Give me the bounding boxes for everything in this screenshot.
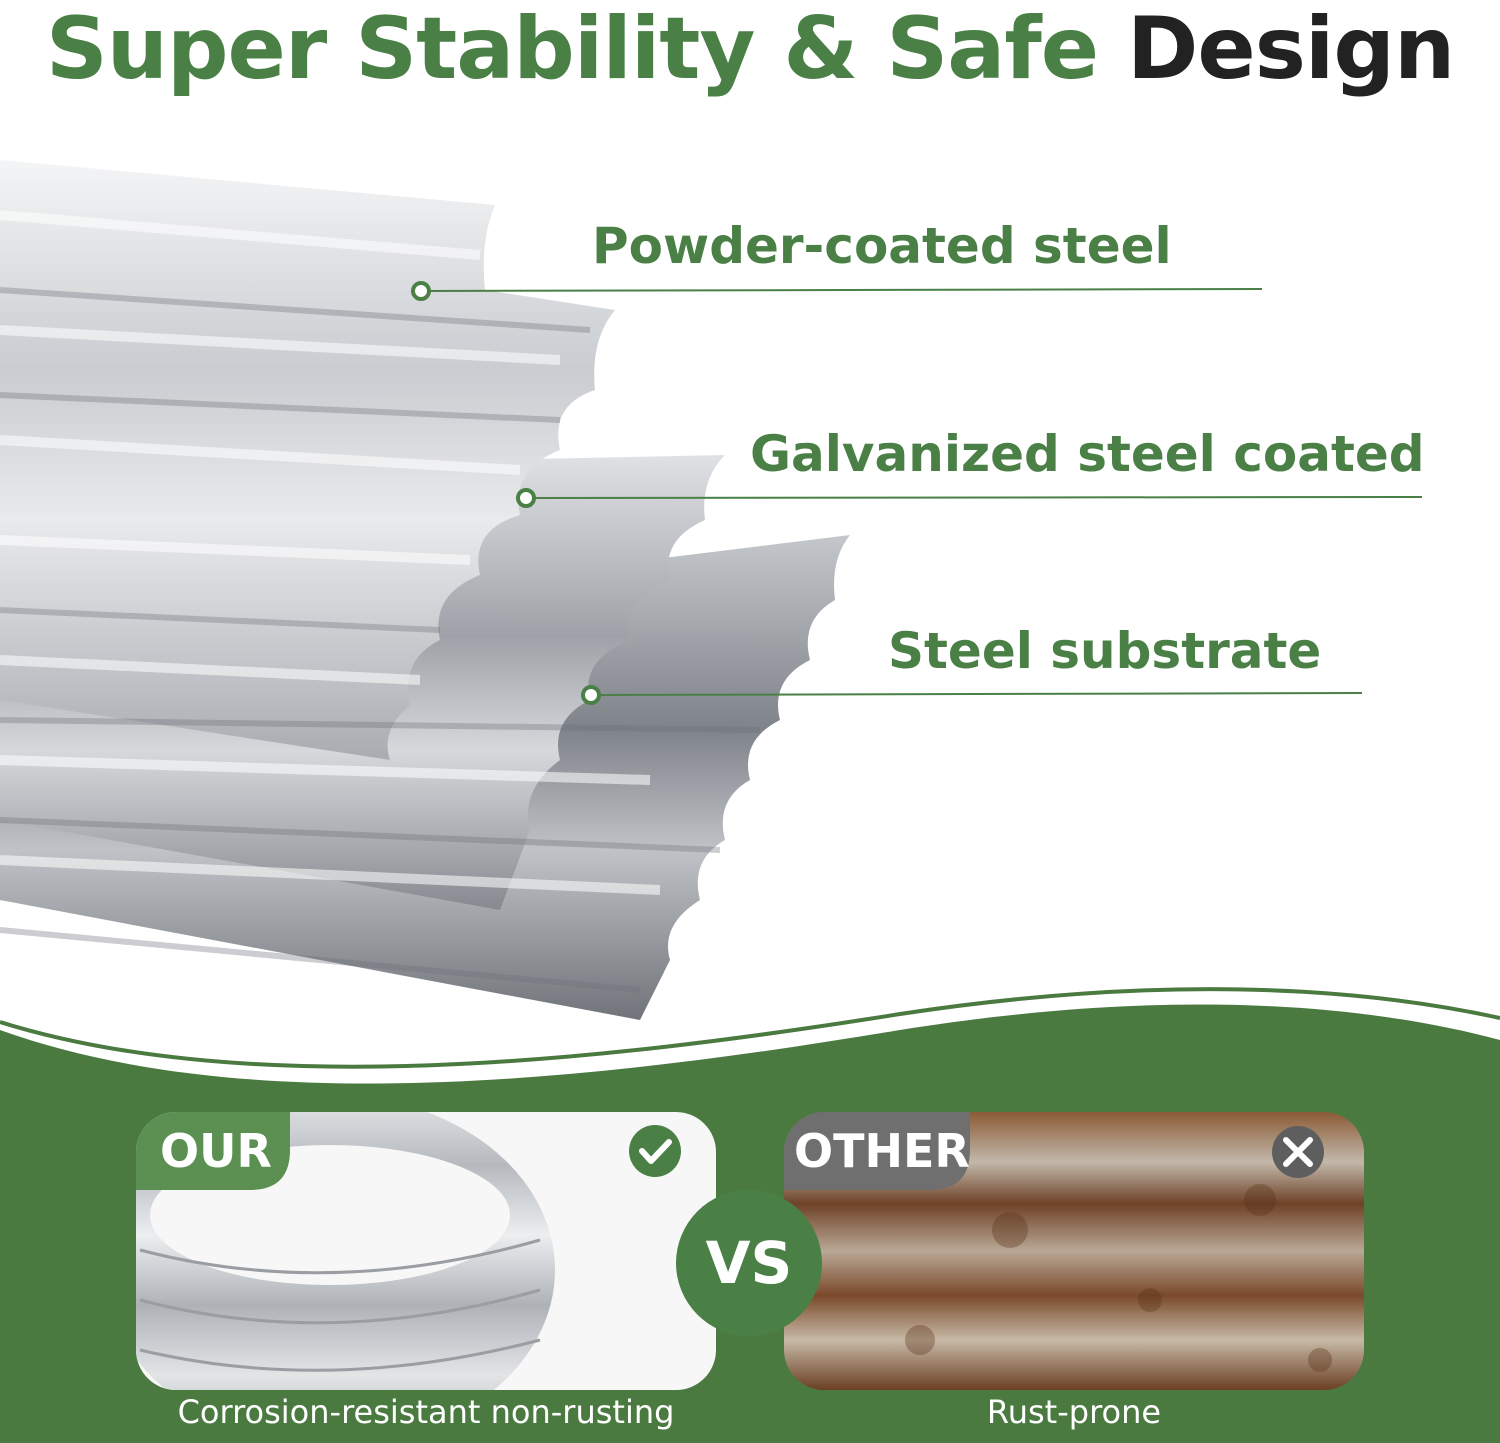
pointer-dot-galvanized	[516, 488, 536, 508]
title-green: Super Stability & Safe	[45, 0, 1099, 99]
wave-accent-line	[0, 987, 1500, 1069]
pointer-dot-substrate	[581, 685, 601, 705]
other-badge: OTHER	[794, 1124, 970, 1178]
our-badge: OUR	[160, 1124, 272, 1178]
check-icon	[629, 1125, 681, 1177]
label-powder-coated: Powder-coated steel	[592, 217, 1172, 275]
label-substrate: Steel substrate	[888, 622, 1322, 680]
our-caption: Corrosion-resistant non-rusting	[177, 1393, 675, 1431]
other-caption: Rust-prone	[986, 1393, 1162, 1431]
pointer-dot-powder	[411, 281, 431, 301]
title-dark: Design	[1127, 0, 1455, 99]
page-title: Super Stability & Safe Design	[0, 0, 1500, 110]
our-badge-shape	[136, 1112, 290, 1190]
other-badge-shape	[784, 1112, 970, 1190]
vs-badge: VS	[676, 1190, 822, 1336]
other-panel	[784, 1112, 1364, 1390]
label-galvanized: Galvanized steel coated	[750, 425, 1425, 483]
close-icon	[1272, 1126, 1324, 1178]
